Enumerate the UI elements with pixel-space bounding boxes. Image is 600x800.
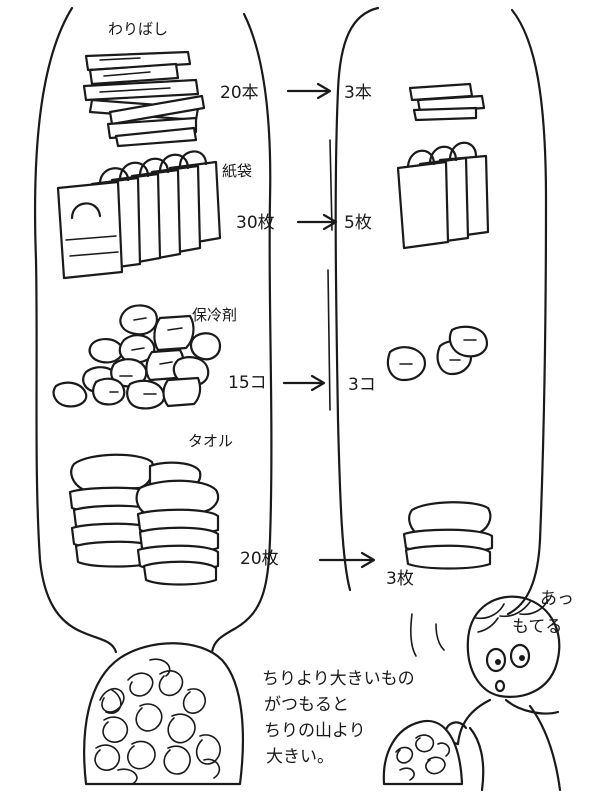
chopsticks-after-count: 3本 — [344, 83, 372, 103]
ice-before-count: 15コ — [228, 373, 267, 393]
ice-after-count: 3コ — [348, 375, 376, 395]
big-dust-pile — [83, 642, 244, 786]
speech-line-1: あっ — [540, 589, 574, 609]
bags-before-count: 30枚 — [236, 213, 275, 233]
towels-before-count: 20枚 — [240, 549, 279, 569]
towels-pile: タオル — [68, 432, 233, 586]
paper-bags-pile: 紙袋 — [56, 150, 252, 280]
arrow-chopsticks — [286, 82, 332, 100]
towels-label: タオル — [188, 432, 233, 450]
arrow-bags — [296, 213, 338, 231]
caption-line-1: ちりより大きいもの — [262, 669, 415, 689]
arrow-towels — [318, 551, 376, 569]
caption: ちりより大きいもの がつもると ちりの山より 大きい。 — [262, 669, 415, 767]
arrow-ice — [282, 374, 326, 392]
speech-line-2: もてる — [512, 617, 562, 637]
speech: あっ もてる — [512, 589, 574, 637]
paper-bags-few — [396, 141, 490, 250]
after-bubble — [327, 6, 548, 657]
chopsticks-pile: わりばし — [82, 20, 206, 148]
ice-packs-pile: 保冷剤 — [52, 304, 237, 410]
caption-line-4: 大きい。 — [266, 747, 334, 767]
ice-packs-few — [386, 325, 488, 382]
chopsticks-few — [408, 82, 486, 122]
caption-line-2: がつもると — [264, 695, 349, 715]
towels-few — [402, 501, 494, 570]
caption-line-3: ちりの山より — [264, 721, 366, 741]
before-bubble — [33, 6, 273, 654]
bags-after-count: 5枚 — [344, 213, 372, 233]
ice-packs-label: 保冷剤 — [192, 306, 237, 324]
paper-bags-label: 紙袋 — [222, 162, 252, 180]
chopsticks-label: わりばし — [108, 20, 168, 38]
person-figure — [444, 595, 562, 792]
small-dust-pile — [382, 719, 464, 786]
towels-after-count: 3枚 — [386, 569, 414, 589]
chopsticks-before-count: 20本 — [220, 83, 259, 103]
